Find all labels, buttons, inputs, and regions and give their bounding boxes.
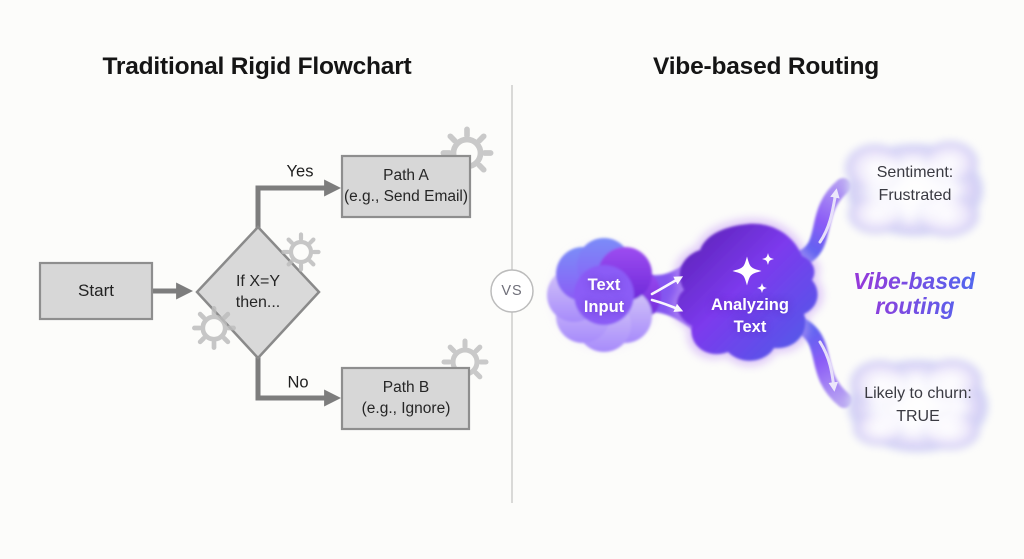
vibe-graphics <box>547 141 988 452</box>
path-b-label: Path B (e.g., Ignore) <box>362 377 451 419</box>
vibe-routing-caption: Vibe-based routing <box>853 268 976 319</box>
sentiment-line2: Frustrated <box>878 187 952 204</box>
input-line1: Text <box>587 276 621 294</box>
gear-icon <box>284 235 319 270</box>
decision-line1: If X=Y <box>235 273 281 290</box>
decision-diamond <box>195 225 321 360</box>
analyzing-label: Analyzing Text <box>711 294 789 338</box>
churn-line1: Likely to churn: <box>864 385 972 402</box>
yes-edge-label: Yes <box>286 162 314 181</box>
arrow-yes <box>255 179 342 229</box>
vs-badge-label: VS <box>501 283 523 299</box>
text-input-blob <box>547 238 661 352</box>
arrow-icon <box>818 340 839 392</box>
input-line2: Input <box>583 298 625 316</box>
path-b-line2: (e.g., Ignore) <box>361 400 451 417</box>
decision-node-label: If X=Y then... <box>236 271 280 313</box>
decision-line2: then... <box>235 294 281 311</box>
sentiment-output-label: Sentiment: Frustrated <box>877 161 953 207</box>
right-panel-title: Vibe-based Routing <box>653 53 879 80</box>
path-a-label: Path A (e.g., Send Email) <box>344 165 468 207</box>
arrow-icon <box>650 276 684 296</box>
arrow-icon <box>818 188 840 244</box>
process-line2: Text <box>733 318 767 336</box>
process-line1: Analyzing <box>711 296 789 314</box>
no-edge-label: No <box>287 373 309 392</box>
arrow-icon <box>650 298 684 312</box>
gear-icon <box>194 308 233 347</box>
start-box <box>38 261 154 321</box>
sentiment-line1: Sentiment: <box>876 164 954 181</box>
path-a-box <box>340 154 472 219</box>
arrow-no <box>255 356 342 407</box>
churn-output-label: Likely to churn: TRUE <box>864 382 972 428</box>
path-b-line1: Path B <box>382 379 430 396</box>
left-panel-title: Traditional Rigid Flowchart <box>102 53 412 80</box>
caption-line1: Vibe-based <box>853 268 976 294</box>
vs-badge-circle <box>490 269 534 313</box>
path-b-box <box>340 366 471 431</box>
path-a-line2: (e.g., Send Email) <box>343 188 469 205</box>
churn-line2: TRUE <box>896 408 940 425</box>
text-input-label: Text Input <box>584 274 624 318</box>
path-a-line1: Path A <box>383 167 429 184</box>
caption-line2: routing <box>875 293 954 319</box>
flowchart-graphics <box>38 129 491 431</box>
start-node-label: Start <box>78 281 114 300</box>
analyzing-blob <box>677 223 818 361</box>
